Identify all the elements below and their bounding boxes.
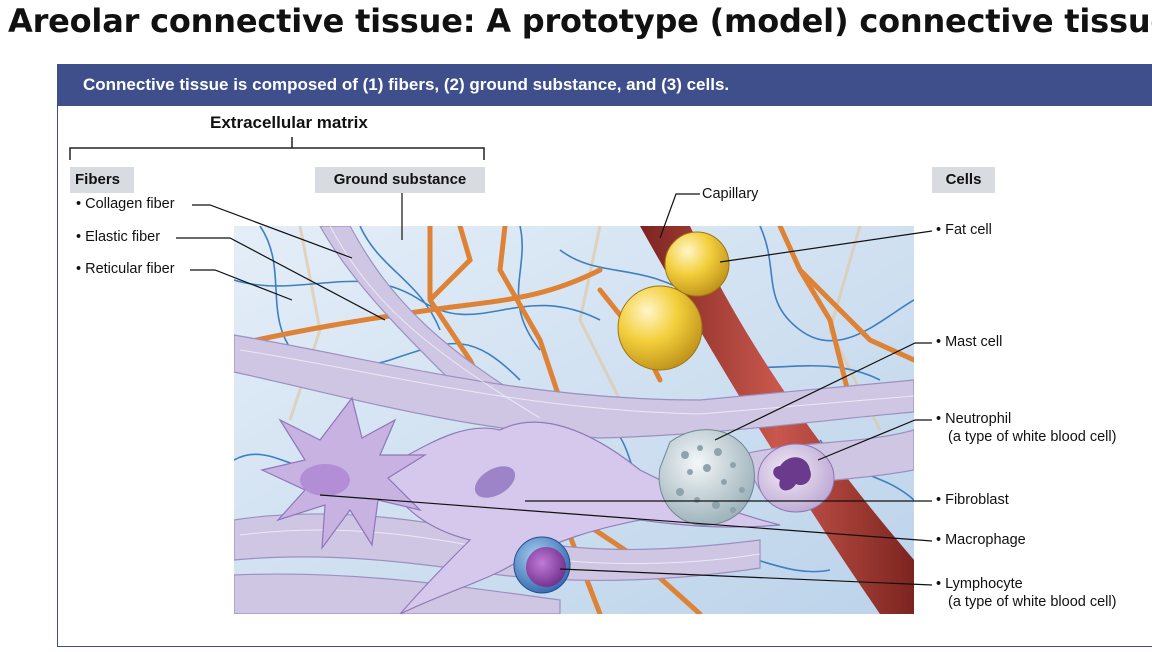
collagen-leader	[192, 204, 353, 259]
elastic-fiber-label: • Elastic fiber	[76, 229, 161, 245]
mast-cell-label: • Mast cell	[936, 334, 1003, 350]
neutrophil-note: (a type of white blood cell)	[948, 429, 1117, 445]
capillary-leader	[659, 193, 700, 239]
lymphocyte-leader	[559, 568, 933, 586]
ground-substance-header: Ground substance	[315, 167, 485, 193]
fat-cell-small	[664, 231, 730, 297]
mast-cell	[658, 429, 755, 526]
leader-lines	[176, 192, 933, 586]
collagen-fiber-label: • Collagen fiber	[76, 196, 175, 212]
fat-cell-label: • Fat cell	[936, 222, 992, 238]
fibroblast	[379, 421, 781, 614]
neutrophil-label: • Neutrophil	[936, 411, 1012, 427]
extracellular-matrix-bracket	[69, 137, 485, 160]
macrophage-label: • Macrophage	[936, 532, 1026, 548]
cells-header: Cells	[932, 167, 995, 193]
lymphocyte-note: (a type of white blood cell)	[948, 594, 1117, 610]
figure-banner: Connective tissue is composed of (1) fib…	[57, 64, 1152, 106]
lymphocyte	[513, 536, 571, 594]
reticular-fiber-label: • Reticular fiber	[76, 261, 175, 277]
macrophage-leader	[319, 494, 933, 542]
page-title: Areolar connective tissue: A prototype (…	[8, 2, 1152, 40]
lymphocyte-label: • Lymphocyte	[936, 576, 1023, 592]
reticular-leader	[190, 269, 293, 301]
fibers-header: Fibers	[70, 167, 134, 193]
fat-cell-leader	[719, 230, 933, 263]
mast-cell-leader	[714, 342, 932, 441]
tissue-field	[234, 226, 914, 614]
fat-cell-large	[617, 285, 703, 371]
capillary-label: Capillary	[702, 186, 759, 202]
fibroblast-label: • Fibroblast	[936, 492, 1009, 508]
neutrophil	[757, 443, 835, 513]
macrophage	[260, 396, 428, 551]
extracellular-matrix-label: Extracellular matrix	[210, 113, 368, 132]
neutrophil-leader	[817, 419, 932, 461]
elastic-leader	[176, 237, 386, 321]
